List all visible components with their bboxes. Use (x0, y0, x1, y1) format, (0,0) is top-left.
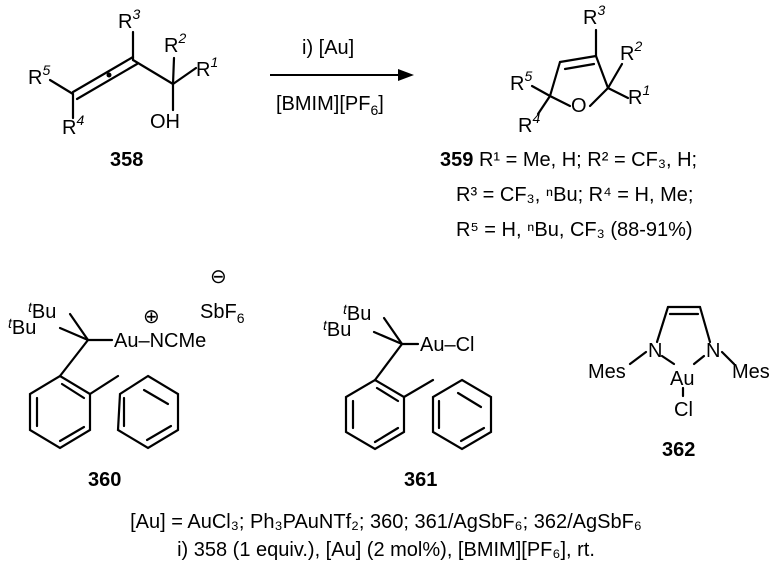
compound-361: tBu tBu Au–Cl 361 (323, 301, 493, 491)
mes-right: Mes (732, 361, 770, 383)
minus-charge: ⊖ (210, 266, 227, 288)
au-ncme-label: Au–NCMe (114, 330, 206, 352)
svg-text:tBu: tBu (8, 315, 36, 339)
benzene-ring-right (431, 378, 493, 451)
arrow-head (398, 69, 414, 81)
r2-bond (171, 56, 176, 86)
oh-label: OH (150, 111, 180, 133)
svg-text:R1: R1 (628, 82, 650, 109)
ring-double-bond (558, 54, 598, 64)
gold-atom: Au (670, 368, 694, 390)
svg-text:R4: R4 (518, 110, 540, 137)
allene-bond-1b (75, 62, 139, 101)
allene-dot (106, 72, 112, 78)
benzene-ring-left (28, 374, 92, 450)
ring-bond (594, 54, 610, 90)
chloride: Cl (674, 399, 693, 421)
compound-362: N N Au Cl Mes Mes 362 (588, 305, 770, 461)
ring-o-bond-2 (548, 94, 572, 108)
svg-text:R1: R1 (196, 54, 218, 81)
ring-oxygen: O (571, 95, 587, 117)
svg-text:R5: R5 (510, 68, 532, 95)
compound-360-label: 360 (88, 469, 121, 491)
au-cl-label: Au–Cl (420, 334, 474, 356)
benzene-ring-right (116, 374, 180, 450)
svg-text:R2: R2 (620, 38, 642, 65)
compound-361-label: 361 (404, 469, 437, 491)
catalyst-list: [Au] = AuCl₃; Ph₃PAuNTf₂; 360; 361/AgSbF… (130, 511, 642, 533)
substituents-line-3: R⁵ = H, ⁿBu, CF₃ (88-91%) (456, 219, 693, 241)
mes-left: Mes (588, 361, 626, 383)
compound-358-label: 358 (110, 149, 143, 171)
ring-o-bond-1 (588, 86, 610, 108)
compound-362-label: 362 (662, 439, 695, 461)
svg-text:R4: R4 (62, 112, 84, 139)
reaction-arrow: i) [Au] [BMIM][PF6] (270, 37, 414, 118)
reaction-conditions: i) 358 (1 equiv.), [Au] (2 mol%), [BMIM]… (177, 539, 595, 561)
compound-360: tBu tBu Au–NCMe ⊕ ⊖ SbF6 360 (8, 266, 245, 491)
nitrogen-left: N (648, 340, 662, 362)
r5-bond (48, 78, 75, 96)
svg-text:tBu: tBu (323, 317, 351, 341)
plus-charge: ⊕ (143, 306, 160, 328)
counterion-label: SbF6 (200, 301, 245, 326)
benzene-ring-left (344, 378, 406, 451)
ring-double-bond-inner (563, 62, 596, 71)
svg-text:tBu: tBu (343, 301, 371, 325)
svg-text:R3: R3 (118, 6, 140, 33)
svg-text:R3: R3 (583, 2, 605, 29)
ring-bond-2 (548, 60, 562, 98)
arrow-top-label: i) [Au] (302, 37, 354, 59)
compound-359: O R3 R2 R1 R5 R4 359 R¹ = Me, H; R² = CF… (440, 2, 697, 241)
compound-358: R3 R2 R1 OH R5 R4 358 (28, 6, 218, 171)
substituents-line-2: R³ = CF₃, ⁿBu; R⁴ = H, Me; (456, 184, 693, 206)
svg-text:R2: R2 (164, 30, 186, 57)
c-c-bond (131, 58, 175, 86)
substituents-line-1: 359 R¹ = Me, H; R² = CF₃, H; (440, 149, 697, 171)
r1-bond (171, 66, 198, 86)
nitrogen-right: N (706, 340, 720, 362)
svg-text:tBu: tBu (28, 299, 56, 323)
arrow-bottom-label: [BMIM][PF6] (276, 93, 384, 118)
allene-bond-1 (71, 55, 135, 94)
svg-text:R5: R5 (28, 62, 50, 89)
